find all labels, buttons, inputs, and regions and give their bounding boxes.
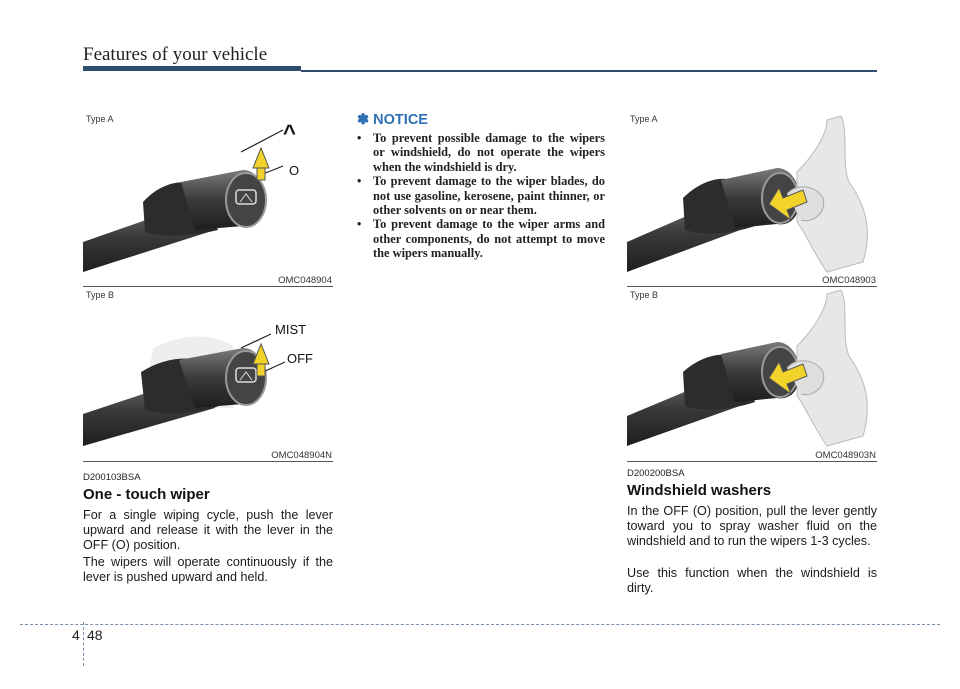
header-rule-thin	[301, 70, 877, 72]
figure-washer-type-b	[627, 288, 877, 458]
bullet-icon: •	[357, 131, 362, 145]
section-title: One - touch wiper	[83, 486, 210, 503]
notice-title: ✽ NOTICE	[357, 112, 428, 128]
figure-one-touch-type-a: ^ O	[83, 112, 333, 282]
callout-line-mist	[240, 333, 272, 349]
callout-line-off	[262, 361, 286, 373]
section-title: Windshield washers	[627, 482, 772, 499]
figure-divider	[627, 286, 877, 287]
figure-code: OMC048904	[278, 275, 332, 286]
figure-divider	[83, 286, 333, 287]
callout-off-label: OFF	[287, 351, 313, 366]
washer-lever-illustration	[627, 115, 868, 273]
hand-illustration	[796, 289, 868, 447]
figure-code: OMC048904N	[271, 450, 332, 461]
pull-arrow-icon	[768, 360, 808, 396]
figure-divider	[627, 461, 877, 462]
callout-line-o	[262, 165, 284, 175]
washer-symbol-icon	[235, 189, 257, 205]
page-number: 48	[87, 627, 103, 643]
washer-symbol-icon	[235, 367, 257, 383]
callout-line-up	[240, 129, 284, 153]
lever-end-cap	[225, 172, 267, 228]
hand-illustration	[796, 115, 868, 273]
paragraph: The wipers will operate continuously if …	[83, 555, 333, 585]
notice-item: • To prevent damage to the wiper blades, …	[357, 174, 605, 217]
figure-type-label: Type A	[630, 114, 658, 124]
notice-item: • To prevent damage to the wiper arms and…	[357, 217, 605, 260]
figure-type-label: Type B	[86, 290, 115, 300]
up-arrow-icon	[252, 146, 270, 181]
figure-washer-type-a	[627, 112, 877, 282]
notice-item-text: To prevent damage to the wiper arms and …	[373, 217, 605, 261]
notice-item-text: To prevent possible damage to the wipers…	[373, 131, 605, 174]
bullet-icon: •	[357, 217, 362, 232]
pull-arrow-icon	[768, 186, 808, 222]
bullet-icon: •	[357, 174, 362, 189]
notice-item-text: To prevent damage to the wiper blades, d…	[373, 174, 605, 218]
figure-divider	[83, 461, 333, 462]
footer-divider	[83, 622, 85, 666]
section-code: D200200BSA	[627, 468, 685, 479]
figure-type-label: Type A	[86, 114, 114, 124]
paragraph: For a single wiping cycle, push the leve…	[83, 508, 333, 553]
washer-lever-illustration	[627, 289, 868, 447]
figure-type-label: Type B	[630, 290, 659, 300]
figure-code: OMC048903	[822, 275, 876, 286]
paragraph: In the OFF (O) position, pull the lever …	[627, 504, 877, 549]
callout-mist-label: MIST	[275, 322, 306, 337]
figure-one-touch-type-b: MIST OFF	[83, 288, 333, 458]
paragraph: Use this function when the windshield is…	[627, 566, 877, 596]
header-rule-thick	[83, 66, 301, 71]
notice-list: • To prevent possible damage to the wiper…	[357, 131, 605, 261]
wiper-lever-illustration: MIST OFF	[83, 322, 313, 446]
chapter-number: 4	[72, 627, 80, 643]
wiper-lever-illustration: ^ O	[83, 120, 299, 272]
callout-o-label: O	[289, 163, 299, 178]
footer-rule	[20, 624, 940, 625]
section-code: D200103BSA	[83, 472, 141, 483]
callout-up-label: ^	[283, 120, 296, 145]
figure-code: OMC048903N	[815, 450, 876, 461]
page-header-title: Features of your vehicle	[83, 44, 268, 65]
up-arrow-icon	[252, 342, 270, 377]
notice-item: • To prevent possible damage to the wiper…	[357, 131, 605, 174]
